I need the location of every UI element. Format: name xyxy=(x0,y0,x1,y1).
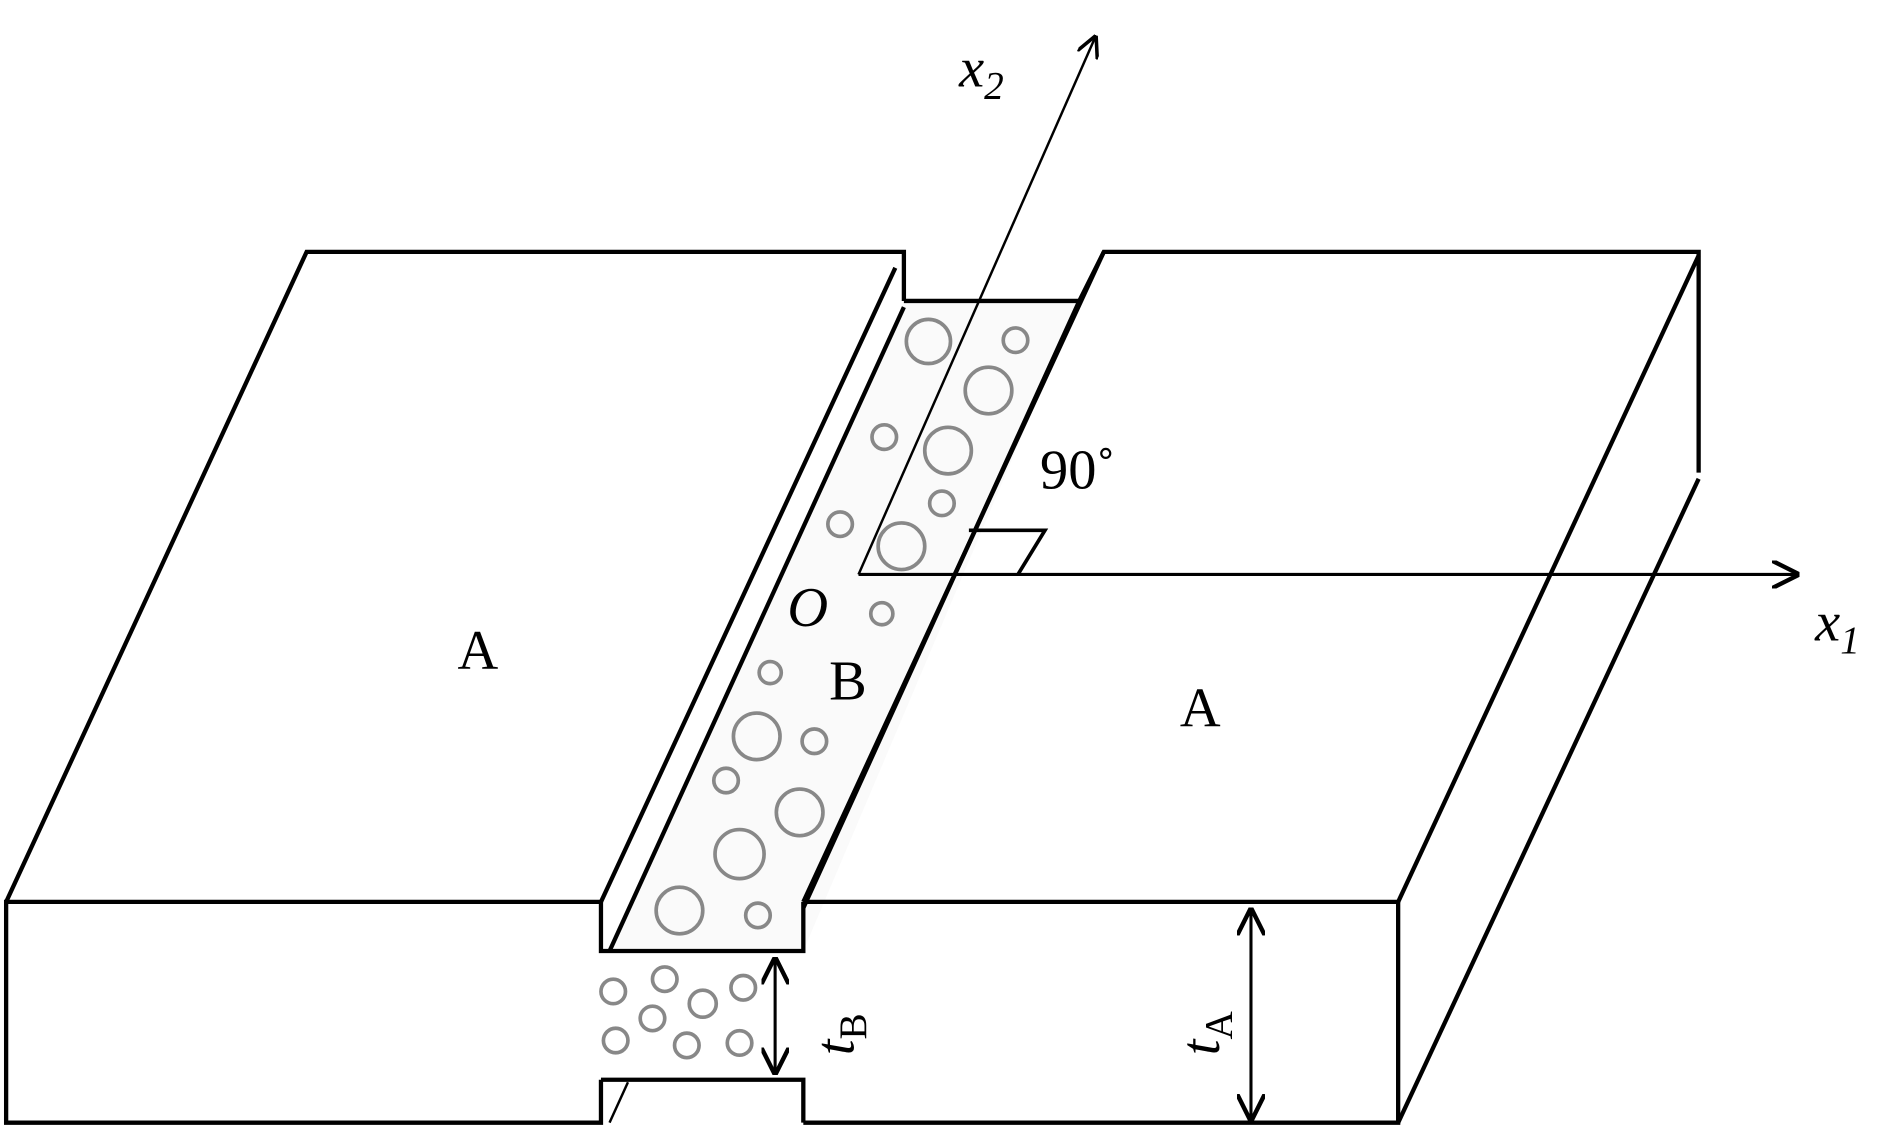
bubble-icon xyxy=(800,727,829,756)
material-b-label: B xyxy=(829,651,867,713)
bubble-icon xyxy=(963,365,1014,416)
material-a-right-label: A xyxy=(1180,678,1221,740)
bubble-icon xyxy=(713,827,766,881)
angle-label: 90˚ xyxy=(1040,440,1115,502)
bubble-icon xyxy=(774,787,825,838)
bubble-icon xyxy=(711,766,741,795)
x2-axis xyxy=(857,37,1096,575)
bubble-icon xyxy=(729,973,758,1002)
bubble-icon xyxy=(638,1004,667,1033)
bubble-icon xyxy=(927,489,957,518)
bubble-icon xyxy=(650,965,679,994)
bubble-icon xyxy=(731,711,782,762)
bubble-icon xyxy=(601,1026,630,1055)
thickness-b-label: tB xyxy=(805,1013,875,1055)
thickness-a-label: tA xyxy=(1170,1011,1240,1056)
bubble-icon xyxy=(743,901,773,930)
strip-b xyxy=(598,298,1082,1124)
bubble-icon xyxy=(876,521,927,572)
bubbles xyxy=(599,317,1030,1060)
right-angle-marker xyxy=(968,528,1049,576)
x1-label: x1 xyxy=(1814,592,1860,662)
bubble-icon xyxy=(672,1031,701,1060)
material-a-left-label: A xyxy=(457,620,498,682)
bubble-icon xyxy=(599,977,628,1006)
origin-label: O xyxy=(787,577,828,639)
left-block-a xyxy=(3,249,907,1125)
bubble-icon xyxy=(654,885,705,936)
bubble-icon xyxy=(868,600,895,627)
x2-label: x2 xyxy=(958,37,1004,107)
right-block-a xyxy=(801,249,1701,1125)
bubble-icon xyxy=(826,510,855,539)
bubble-icon xyxy=(922,425,974,476)
bubble-icon xyxy=(757,659,784,686)
bubble-icon xyxy=(870,422,899,452)
bubble-icon xyxy=(1001,326,1030,355)
bubble-icon xyxy=(904,317,953,366)
bubble-icon xyxy=(725,1028,754,1058)
bubble-icon xyxy=(687,988,719,1020)
